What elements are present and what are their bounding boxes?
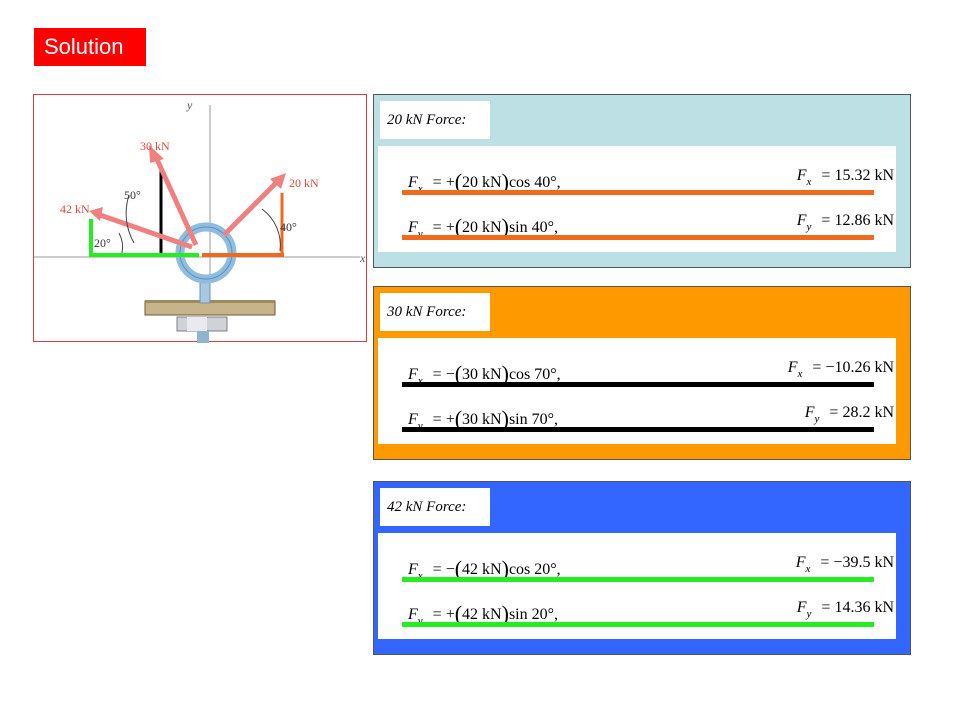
underline-42kn-fx (402, 577, 874, 582)
x-axis-label: x (359, 251, 366, 265)
eq-20kn-fx: Fx= +(20 kN)cos 40°, Fx= 15.32 kN (378, 156, 896, 196)
eq-42kn-fx-result: Fx= −39.5 kN (795, 554, 894, 575)
underline-42kn-fy (402, 622, 874, 627)
eq-30kn-fy: Fy= +(30 kN)sin 70°, Fy= 28.2 kN (378, 393, 896, 433)
arrow-42-head (89, 207, 103, 221)
underline-20kn-fy (402, 235, 874, 240)
arrow-20-head (270, 173, 286, 189)
eq-42kn-fx-lhs: Fx= −(42 kN)cos 20°, (408, 556, 561, 582)
underline-20kn-fx (402, 190, 874, 195)
arrow-42-shaft (99, 212, 193, 250)
underline-30kn-fy (402, 427, 874, 432)
eq-20kn-fx-result: Fx= 15.32 kN (796, 167, 894, 188)
label-42kn: 42 kN (60, 202, 90, 216)
label-angle-20: 20° (94, 236, 111, 250)
solution-title: Solution (34, 28, 146, 66)
eq-42kn-fy-result: Fy= 14.36 kN (796, 599, 894, 620)
label-20kn: 20 kN (289, 176, 319, 190)
eq-20kn-fx-lhs: Fx= +(20 kN)cos 40°, (408, 169, 561, 195)
force-diagram: x y 30 kN 20 kN (33, 94, 367, 343)
arc-20 (118, 232, 124, 254)
underline-30kn-fx (402, 382, 874, 387)
eq-20kn-fy: Fy= +(20 kN)sin 40°, Fy= 12.86 kN (378, 201, 896, 241)
eq-42kn-fy-lhs: Fy= +(42 kN)sin 20°, (408, 601, 559, 627)
eq-30kn-fy-result: Fy= 28.2 kN (804, 404, 894, 425)
panel-42kn-label: 42 kN Force: (380, 488, 490, 526)
force-diagram-svg: x y 30 kN 20 kN (34, 98, 366, 343)
eq-42kn-fx: Fx= −(42 kN)cos 20°, Fx= −39.5 kN (378, 543, 896, 583)
nut-face (187, 317, 207, 331)
panel-20kn-label: 20 kN Force: (380, 101, 490, 139)
eq-30kn-fx-result: Fx= −10.26 kN (787, 359, 894, 380)
panel-42kn: 42 kN Force: Fx= −(42 kN)cos 20°, Fx= −3… (373, 481, 911, 655)
arc-50 (125, 194, 135, 244)
bolt-thread (197, 331, 209, 343)
panel-42kn-equations: Fx= −(42 kN)cos 20°, Fx= −39.5 kN Fy= +(… (378, 533, 896, 639)
label-angle-40: 40° (280, 220, 297, 234)
panel-30kn-label: 30 kN Force: (380, 293, 490, 331)
force-arrows (89, 145, 286, 250)
arc-40 (261, 208, 281, 252)
panel-30kn-equations: Fx= −(30 kN)cos 70°, Fx= −10.26 kN Fy= +… (378, 338, 896, 444)
y-axis-label: y (186, 98, 193, 112)
arrow-30-shaft (152, 153, 199, 247)
arrow-30-head (149, 145, 164, 163)
eq-30kn-fy-lhs: Fy= +(30 kN)sin 70°, (408, 406, 559, 432)
eq-20kn-fy-result: Fy= 12.86 kN (796, 212, 894, 233)
label-30kn: 30 kN (140, 139, 170, 153)
eq-30kn-fx-lhs: Fx= −(30 kN)cos 70°, (408, 361, 561, 387)
panel-20kn-equations: Fx= +(20 kN)cos 40°, Fx= 15.32 kN Fy= +(… (378, 146, 896, 252)
panel-30kn: 30 kN Force: Fx= −(30 kN)cos 70°, Fx= −1… (373, 286, 911, 460)
eq-42kn-fy: Fy= +(42 kN)sin 20°, Fy= 14.36 kN (378, 588, 896, 628)
eq-20kn-fy-lhs: Fy= +(20 kN)sin 40°, (408, 214, 559, 240)
label-angle-50: 50° (124, 188, 141, 202)
eq-30kn-fx: Fx= −(30 kN)cos 70°, Fx= −10.26 kN (378, 348, 896, 388)
panel-20kn: 20 kN Force: Fx= +(20 kN)cos 40°, Fx= 15… (373, 94, 911, 268)
arrow-20-shaft (222, 179, 280, 237)
